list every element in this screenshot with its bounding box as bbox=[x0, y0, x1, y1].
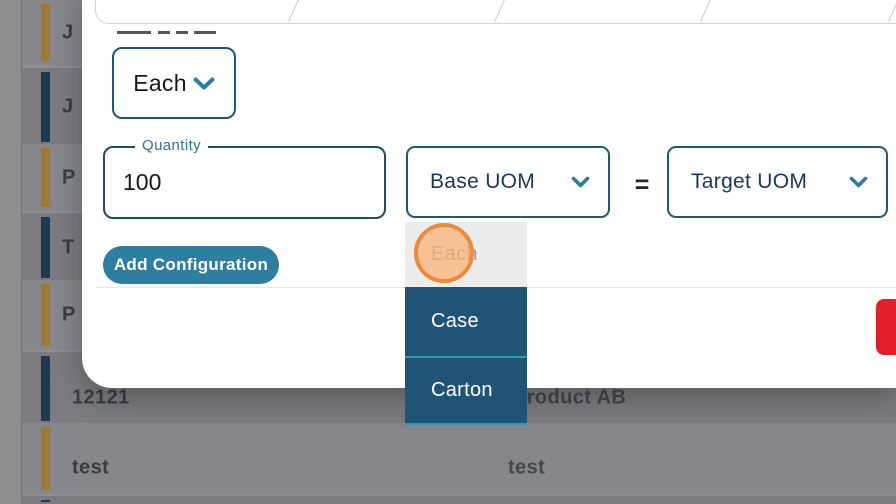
dropdown-option-case[interactable]: Case bbox=[405, 287, 527, 358]
row-code: P bbox=[62, 166, 76, 188]
row-status-bar bbox=[41, 4, 50, 62]
row-code: 12121 bbox=[72, 386, 130, 408]
row-status-bar bbox=[41, 427, 50, 490]
table-row bbox=[21, 494, 896, 504]
row-status-bar bbox=[41, 500, 50, 502]
clipped-header-strip bbox=[95, 0, 896, 24]
row-code: test bbox=[72, 456, 110, 478]
row-status-bar bbox=[41, 217, 50, 278]
row-code: J bbox=[62, 95, 74, 118]
base-uom-select-label: Base UOM bbox=[430, 170, 536, 193]
row-status-bar bbox=[41, 72, 50, 142]
uom-each-button-label: Each bbox=[133, 69, 187, 96]
row-code: T bbox=[62, 236, 75, 258]
quantity-label: Quantity bbox=[135, 137, 209, 154]
table-row: test test bbox=[21, 423, 896, 494]
dropdown-option-carton[interactable]: Carton bbox=[405, 358, 527, 423]
clipped-text-remnant bbox=[176, 31, 188, 34]
dropdown-option-label: Case bbox=[431, 310, 479, 332]
row-status-bar bbox=[41, 284, 50, 346]
row-name: test bbox=[508, 456, 546, 478]
row-code: J bbox=[62, 21, 74, 44]
click-indicator bbox=[414, 223, 474, 283]
clipped-text-remnant bbox=[117, 31, 151, 34]
slanted-divider bbox=[288, 0, 303, 23]
slanted-divider bbox=[494, 0, 509, 23]
chevron-down-icon bbox=[849, 176, 868, 188]
equals-sign: = bbox=[634, 170, 650, 199]
table-left-rail bbox=[0, 0, 22, 504]
row-status-bar bbox=[41, 148, 50, 207]
dropdown-option-label: Carton bbox=[431, 379, 493, 401]
target-uom-select[interactable]: Target UOM bbox=[667, 146, 888, 218]
delete-button[interactable] bbox=[876, 299, 896, 355]
row-name: Product AB bbox=[513, 386, 627, 408]
slanted-divider bbox=[700, 0, 715, 23]
quantity-input[interactable] bbox=[105, 148, 384, 217]
quantity-field: Quantity bbox=[103, 137, 386, 219]
add-configuration-button[interactable]: Add Configuration bbox=[103, 246, 279, 284]
clipped-text-remnant bbox=[158, 31, 170, 34]
slanted-divider bbox=[888, 0, 896, 23]
chevron-down-icon bbox=[193, 77, 215, 90]
target-uom-select-label: Target UOM bbox=[691, 170, 808, 193]
clipped-text-remnant bbox=[194, 31, 216, 34]
uom-each-button[interactable]: Each bbox=[112, 47, 236, 119]
row-status-bar bbox=[41, 356, 50, 421]
chevron-down-icon bbox=[571, 176, 590, 188]
base-uom-select[interactable]: Base UOM bbox=[406, 146, 610, 218]
row-code: P bbox=[62, 303, 76, 326]
